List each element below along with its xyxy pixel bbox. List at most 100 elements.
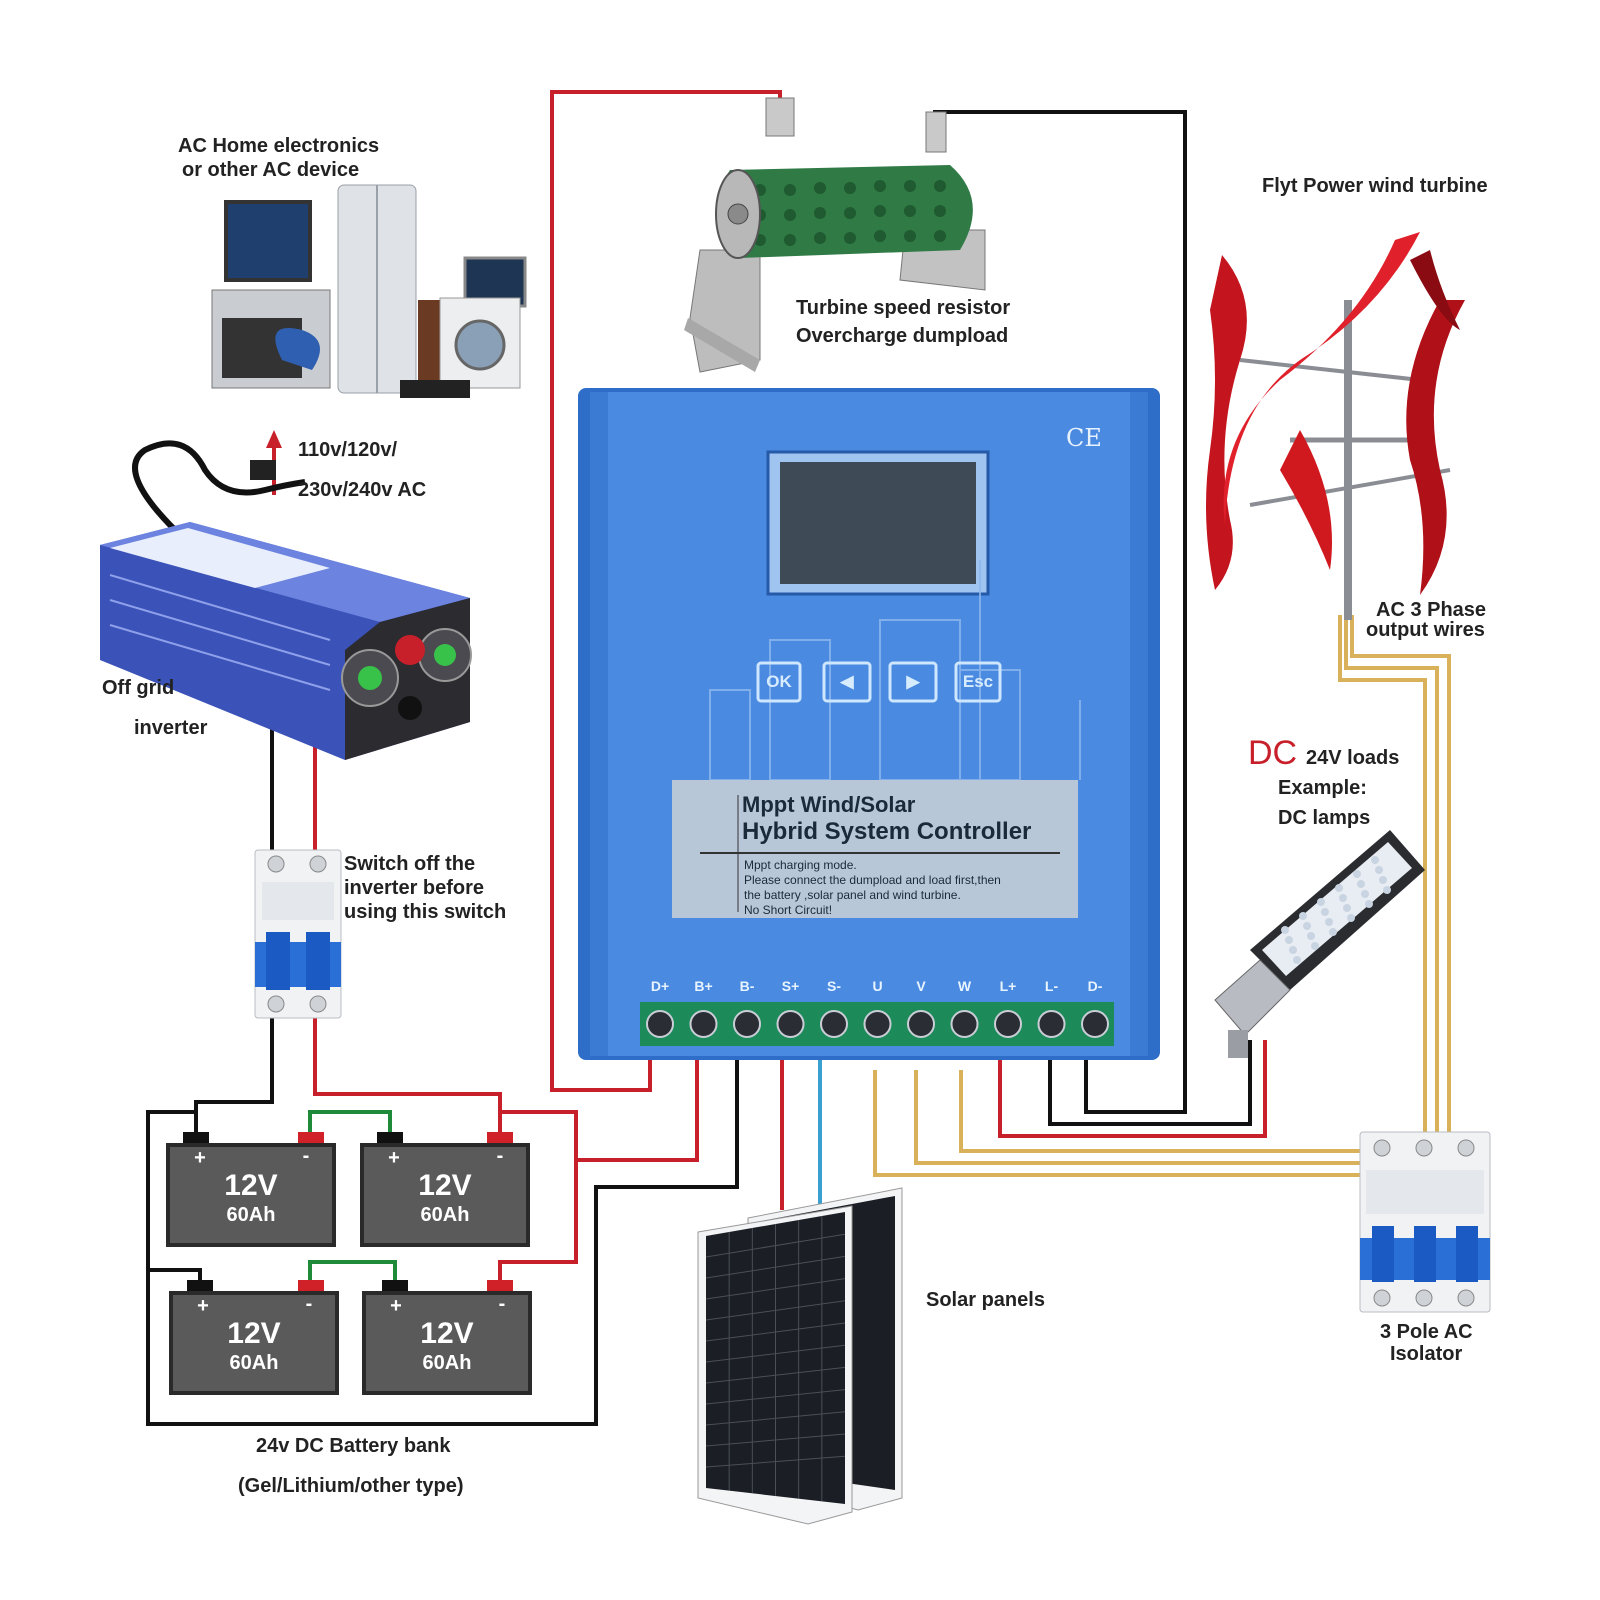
- solar-grid-line: [705, 1344, 846, 1363]
- solar-grid-line: [705, 1255, 846, 1279]
- terminal-screw[interactable]: [776, 1010, 805, 1038]
- lamp-led: [1357, 880, 1365, 888]
- battery-minus-sign: -: [498, 1293, 506, 1315]
- terminal-screw[interactable]: [733, 1010, 761, 1038]
- dumpload-red-wire: [550, 90, 782, 1092]
- solar-grid-line: [705, 1278, 846, 1300]
- dumpload-resistor: [684, 97, 986, 373]
- solar-grid-line: [705, 1433, 846, 1447]
- resistor-label-line1: Turbine speed resistor: [796, 297, 1011, 319]
- terminal-label: V: [916, 978, 926, 994]
- right-button[interactable]: [888, 661, 938, 703]
- lamp-led: [1321, 908, 1329, 916]
- battery-bank: [166, 1132, 532, 1395]
- bat-series-top: [308, 1110, 392, 1132]
- terminal-screw[interactable]: [950, 1010, 979, 1038]
- solar-grid-line: [705, 1366, 846, 1384]
- battery-plus-sign: +: [388, 1147, 400, 1169]
- load-pos-wire: [998, 1040, 1267, 1138]
- battery-4: [362, 1280, 532, 1395]
- dc-breaker-2pole: [254, 849, 342, 1019]
- battery-capacity: 60Ah: [229, 1352, 279, 1374]
- solar-panels: [697, 1187, 903, 1525]
- terminal-screw[interactable]: [689, 1010, 718, 1038]
- terminal-label: B+: [694, 978, 713, 994]
- turbine-wire-1: [1338, 615, 1427, 1140]
- lamp-led: [1353, 870, 1361, 878]
- controller-button-label[interactable]: ◀: [840, 672, 854, 691]
- hybrid-controller: [578, 388, 1160, 1060]
- battery-2: [360, 1132, 530, 1247]
- terminal-screw[interactable]: [863, 1010, 892, 1038]
- lamp-led: [1383, 886, 1391, 894]
- dc-street-lamp: [1214, 830, 1425, 1058]
- controller-button-label[interactable]: ▶: [906, 672, 920, 691]
- terminal-screw[interactable]: [646, 1010, 674, 1038]
- dc-example-line2: DC lamps: [1278, 807, 1371, 829]
- terminal-screw[interactable]: [820, 1010, 848, 1038]
- solar-grid-line: [705, 1389, 846, 1405]
- terminal-screw[interactable]: [994, 1010, 1022, 1038]
- lamp-led: [1285, 936, 1293, 944]
- lamp-led: [1339, 894, 1347, 902]
- battery-3: [169, 1280, 339, 1395]
- lamp-led: [1325, 918, 1333, 926]
- battery-voltage: 12V: [418, 1169, 472, 1202]
- ac-voltage-line2: 230v/240v AC: [298, 479, 427, 501]
- controller-button-label[interactable]: Esc: [962, 672, 994, 691]
- battery-capacity: 60Ah: [422, 1352, 472, 1374]
- wind-turbine-label: Flyt Power wind turbine: [1262, 175, 1488, 197]
- lamp-led: [1307, 932, 1315, 940]
- terminal-label: W: [957, 978, 972, 994]
- wind-v-wire: [914, 1070, 1360, 1165]
- battery-bank-line2: (Gel/Lithium/other type): [238, 1475, 464, 1497]
- lamp-led: [1379, 876, 1387, 884]
- switch-black-wire: [194, 1018, 274, 1132]
- terminal-screw[interactable]: [1037, 1010, 1066, 1038]
- bat-parallel-neg: [146, 1110, 202, 1280]
- controller-note-line: the battery ,solar panel and wind turbin…: [744, 888, 961, 902]
- solar-label: Solar panels: [926, 1289, 1045, 1311]
- controller-button-label[interactable]: OK: [766, 672, 792, 691]
- switch-note-line2: inverter before: [344, 877, 485, 899]
- ac3phase-line1: AC 3 Phase: [1376, 599, 1487, 621]
- power-cord: [132, 440, 306, 533]
- terminal-label: S+: [781, 978, 800, 994]
- switch-note-line1: Switch off the: [344, 853, 476, 875]
- battery-voltage: 12V: [227, 1317, 281, 1350]
- dc-loads-label: 24V loads: [1306, 747, 1400, 769]
- solar-grid-line: [705, 1322, 846, 1342]
- lamp-led: [1371, 856, 1379, 864]
- terminal-label: D-: [1087, 978, 1103, 994]
- load-neg-wire: [1048, 1040, 1252, 1126]
- lamp-led: [1289, 946, 1297, 954]
- solar-cell-grid: [705, 1216, 846, 1501]
- solar-grid-line: [705, 1411, 846, 1426]
- battery-plus-sign: +: [197, 1295, 209, 1317]
- turbine-wire-3: [1350, 615, 1451, 1140]
- esc-button[interactable]: [954, 661, 1002, 703]
- terminal-screw[interactable]: [1081, 1010, 1109, 1038]
- bat-parallel-pos: [498, 1110, 578, 1280]
- terminal-screw[interactable]: [907, 1010, 935, 1038]
- battery-minus-sign: -: [302, 1145, 310, 1167]
- dumpload-black-wire: [933, 110, 1187, 1114]
- off-grid-label: Off grid: [102, 677, 175, 699]
- battery-neg-wire: [146, 1060, 739, 1426]
- terminal-label: L-: [1044, 978, 1059, 994]
- isolator-line2: Isolator: [1390, 1343, 1463, 1365]
- lamp-led: [1361, 890, 1369, 898]
- dc-example-line1: Example:: [1278, 777, 1367, 799]
- controller-title-line1: Mppt Wind/Solar: [742, 792, 916, 817]
- ac-isolator-3pole: [1359, 1131, 1491, 1313]
- terminal-label: D+: [650, 978, 670, 994]
- isolator-line1: 3 Pole AC: [1380, 1321, 1473, 1343]
- inverter-label: inverter: [134, 717, 208, 739]
- battery-capacity: 60Ah: [420, 1204, 470, 1226]
- left-button[interactable]: [822, 661, 872, 703]
- ce-mark: CE: [1066, 424, 1102, 452]
- ok-button[interactable]: [756, 661, 802, 703]
